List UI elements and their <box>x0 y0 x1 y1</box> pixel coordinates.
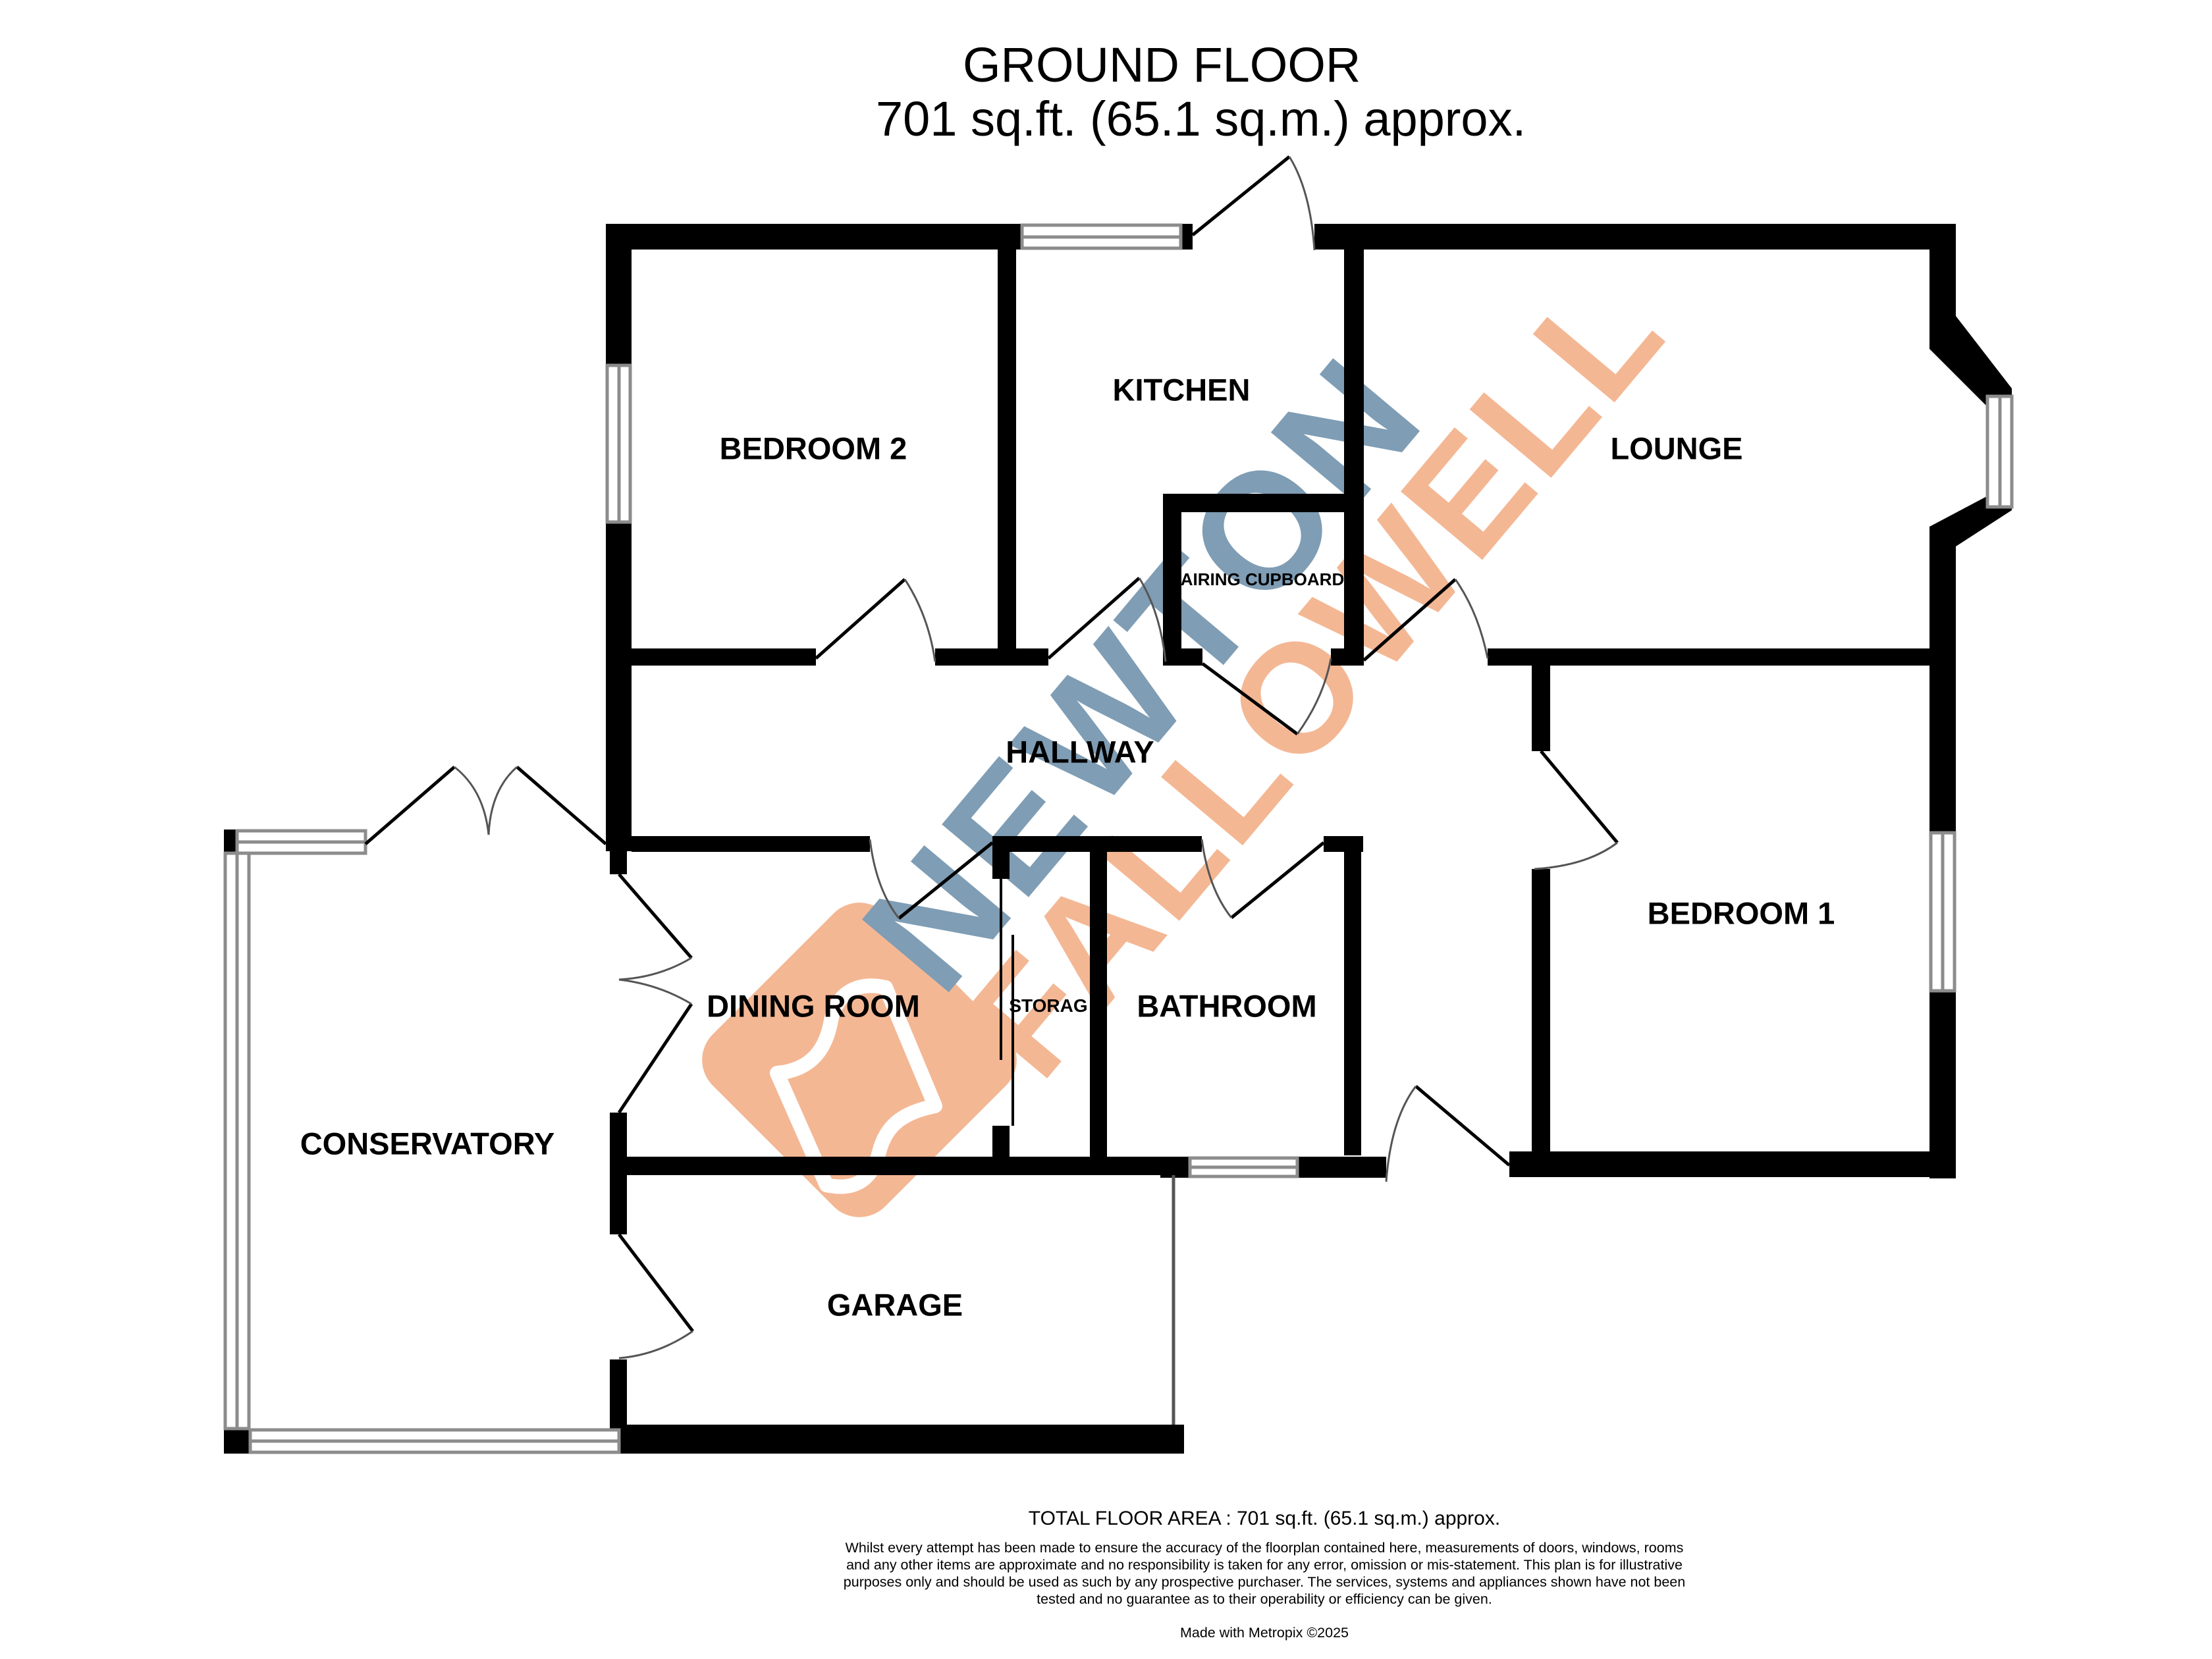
room-label-garage: GARAGE <box>826 1287 963 1323</box>
conservatory-bottom-window <box>248 1428 621 1454</box>
conservatory-left-window <box>223 851 251 1431</box>
kitchen-back-door-icon <box>1191 155 1316 251</box>
room-label-dining-room: DINING ROOM <box>707 988 920 1024</box>
lounge-bay-window <box>1985 394 2014 509</box>
bedroom2-window <box>605 363 632 524</box>
windows <box>223 223 2014 1454</box>
kitchen-door-icon <box>1047 577 1167 662</box>
total-floor-area: TOTAL FLOOR AREA : 701 sq.ft. (65.1 sq.m… <box>1028 1508 1501 1529</box>
watermark-diamond-icon <box>702 903 1017 1217</box>
bedroom1-window <box>1929 831 1956 993</box>
lounge-door-icon <box>1362 578 1489 662</box>
floor-title: GROUND FLOOR <box>963 38 1361 92</box>
garage-side-door-icon <box>618 1233 694 1359</box>
room-label-bedroom2: BEDROOM 2 <box>719 431 907 466</box>
conservatory-top-window <box>235 829 367 855</box>
dining-door-icon <box>869 839 994 920</box>
conservatory-french-door-icon <box>364 766 607 845</box>
room-label-conservatory: CONSERVATORY <box>300 1126 555 1161</box>
floor-area-summary: 701 sq.ft. (65.1 sq.m.) approx. <box>876 92 1526 146</box>
room-label-kitchen: KITCHEN <box>1112 372 1251 408</box>
kitchen-window <box>1020 223 1183 250</box>
dining-conservatory-double-door-icon <box>617 873 693 1114</box>
bathroom-window <box>1188 1156 1299 1178</box>
doors <box>364 155 1619 1359</box>
room-label-hallway: HALLWAY <box>1006 734 1154 770</box>
bedroom2-door-icon <box>815 578 936 662</box>
bathroom-door-icon <box>1200 839 1325 919</box>
made-with-credit: Made with Metropix ©2025 <box>1179 1625 1349 1641</box>
room-label-bedroom1: BEDROOM 1 <box>1647 895 1835 931</box>
storage-sliding-door-icon <box>1000 879 1014 1126</box>
airing-cupboard-door-icon <box>1201 658 1332 736</box>
room-label-bathroom: BATHROOM <box>1137 988 1317 1024</box>
room-label-airing-cupboard: AIRING CUPBOARD <box>1180 569 1345 589</box>
disclaimer-text: Whilst every attempt has been made to en… <box>843 1540 1686 1607</box>
room-label-lounge: LOUNGE <box>1610 431 1743 466</box>
room-label-storage: STORAG <box>1009 995 1088 1016</box>
walls <box>224 224 2012 1454</box>
bedroom1-door-icon <box>1534 750 1619 870</box>
front-door-icon <box>1385 1085 1511 1182</box>
